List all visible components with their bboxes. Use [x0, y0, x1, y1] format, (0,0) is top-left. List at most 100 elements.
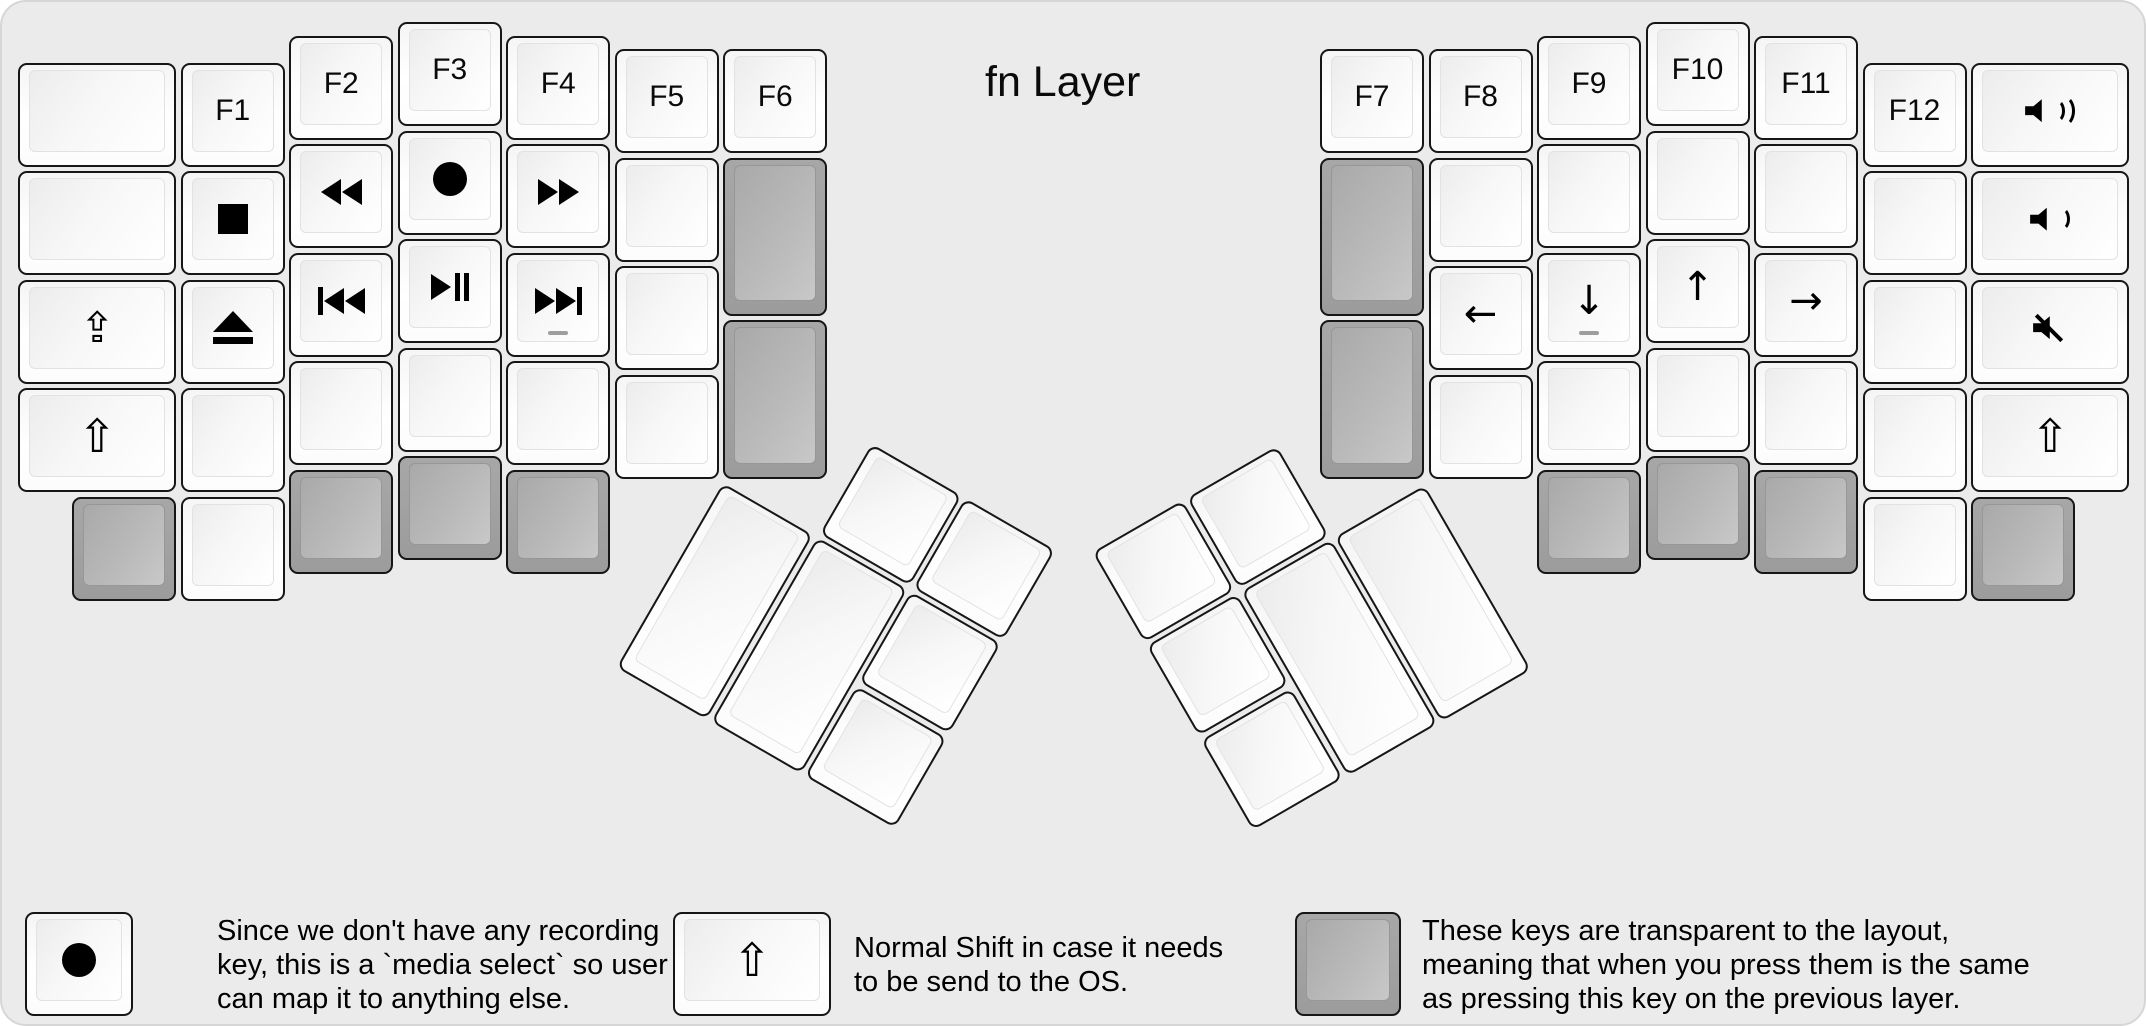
tri-r [555, 287, 576, 314]
legend-line: Since we don't have any recording [217, 915, 660, 947]
key-stop[interactable] [180, 171, 285, 276]
key-blank[interactable] [1320, 157, 1424, 316]
fast-forward-icon [537, 179, 579, 206]
keycap-top [1873, 395, 1956, 478]
key-blank[interactable] [1862, 279, 1967, 384]
key-blank[interactable] [1862, 171, 1967, 276]
key-play-pause[interactable] [397, 239, 502, 343]
key-blank[interactable] [1537, 361, 1641, 466]
key-rewind[interactable] [289, 144, 394, 249]
key-record[interactable] [397, 130, 502, 235]
keycap-top [1982, 69, 2119, 152]
key-eject[interactable] [180, 279, 285, 384]
key-blank[interactable] [614, 266, 719, 371]
stop-icon [217, 204, 248, 235]
key-volume-up[interactable] [1971, 62, 2130, 167]
key-blank[interactable] [1645, 347, 1750, 452]
tri-r [558, 179, 579, 206]
key-f12[interactable]: F12 [1862, 62, 1967, 167]
keycap-top [83, 503, 166, 586]
key-blank[interactable] [1754, 144, 1858, 249]
tri-r [537, 179, 558, 206]
keycap-top [1873, 286, 1956, 369]
keycap-top: F6 [734, 56, 817, 139]
volume-up-icon [2025, 94, 2076, 127]
key-blank[interactable] [1428, 374, 1533, 479]
keycap-top: F1 [191, 69, 274, 152]
key-f3[interactable]: F3 [397, 22, 502, 126]
key-next-track[interactable] [506, 252, 611, 357]
key-prev-track[interactable] [289, 252, 394, 357]
key-blank[interactable] [1537, 144, 1641, 249]
legend-line: can map it to anything else. [217, 983, 571, 1015]
key-f2[interactable]: F2 [289, 35, 394, 140]
key-blank[interactable] [1320, 320, 1424, 479]
key-blank[interactable] [506, 469, 611, 574]
key-f6[interactable]: F6 [723, 49, 828, 154]
key-mute[interactable] [1971, 279, 2130, 384]
tri-l [320, 179, 341, 206]
keycap-top: ⇪ [29, 286, 166, 369]
wv-l [2051, 94, 2076, 127]
legend-key-shift[interactable]: ⇧ [673, 912, 831, 1016]
key-blank[interactable] [1862, 388, 1967, 493]
key-blank[interactable] [1645, 130, 1750, 235]
key-arrow-up[interactable]: ↑ [1645, 239, 1750, 343]
key-blank[interactable] [1754, 361, 1858, 466]
key-blank[interactable] [506, 361, 611, 466]
key-fast-forward[interactable] [506, 144, 611, 249]
keycap-top: F2 [300, 42, 383, 125]
key-blank[interactable] [72, 496, 177, 601]
key-blank[interactable] [1862, 496, 1967, 601]
bar-v [463, 273, 469, 301]
key-blank[interactable] [723, 157, 828, 316]
key-f4[interactable]: F4 [506, 35, 611, 140]
key-blank[interactable] [723, 320, 828, 479]
key-blank[interactable] [18, 62, 177, 167]
key-blank[interactable] [180, 388, 285, 493]
legend-key-record[interactable] [25, 912, 133, 1016]
key-blank[interactable] [18, 171, 177, 276]
key-f11[interactable]: F11 [1754, 35, 1858, 140]
key-arrow-right[interactable]: → [1754, 252, 1858, 357]
key-blank[interactable] [1537, 469, 1641, 574]
key-caps[interactable]: ⇪ [18, 279, 177, 384]
keycap-top [408, 354, 491, 437]
key-f1[interactable]: F1 [180, 62, 285, 167]
key-f5[interactable]: F5 [614, 49, 719, 154]
key-f8[interactable]: F8 [1428, 49, 1533, 154]
key-blank[interactable] [1754, 469, 1858, 574]
key-arrow-down[interactable]: ↓ [1537, 252, 1641, 357]
shift-icon: ⇧ [2030, 409, 2070, 464]
key-blank[interactable] [397, 456, 502, 560]
key-arrow-left[interactable]: ← [1428, 266, 1533, 371]
keycap-top [408, 137, 491, 220]
tri-l [341, 179, 362, 206]
keycap-top: F8 [1439, 56, 1522, 139]
keycap-top [1656, 354, 1739, 437]
key-f7[interactable]: F7 [1320, 49, 1424, 154]
key-blank[interactable] [1428, 157, 1533, 262]
key-blank[interactable] [180, 496, 285, 601]
key-blank[interactable] [1971, 496, 2075, 601]
key-f9[interactable]: F9 [1537, 35, 1641, 140]
key-label: F11 [1781, 66, 1831, 100]
key-label: F10 [1671, 53, 1724, 86]
shift-icon: ⇧ [732, 933, 772, 987]
key-volume-down[interactable] [1971, 171, 2130, 276]
key-shift[interactable]: ⇧ [1971, 388, 2130, 493]
key-blank[interactable] [1645, 456, 1750, 560]
key-shift[interactable]: ⇧ [18, 388, 177, 493]
key-label: F9 [1571, 66, 1607, 100]
key-blank[interactable] [397, 347, 502, 452]
key-blank[interactable] [614, 374, 719, 479]
key-blank[interactable] [614, 157, 719, 262]
legend-key-transparent[interactable] [1295, 912, 1401, 1016]
homing-bar [548, 330, 569, 335]
key-f10[interactable]: F10 [1645, 22, 1750, 126]
key-label: F1 [215, 93, 251, 127]
key-blank[interactable] [289, 361, 394, 466]
key-blank[interactable] [289, 469, 394, 574]
keycap-top [1439, 381, 1522, 464]
